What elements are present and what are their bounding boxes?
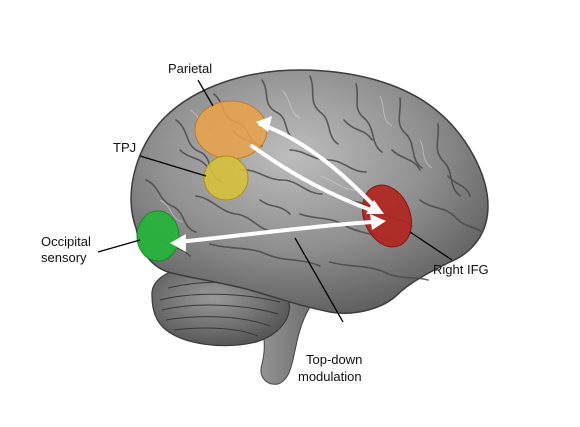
occipital-leader-line xyxy=(97,239,141,253)
arrow-ifg-to-occipital xyxy=(176,220,374,244)
topdown-label-line2: modulation xyxy=(298,369,362,384)
topdown-label-line1: Top-down xyxy=(306,352,363,367)
parietal-label: Parietal xyxy=(168,61,213,76)
right-ifg-region xyxy=(362,184,412,248)
occipital-region xyxy=(136,210,180,262)
right-ifg-label: Right IFG xyxy=(433,262,489,277)
arrowhead-ifg-lower xyxy=(370,214,386,230)
tpj-label: TPJ xyxy=(113,140,137,155)
tpj-region xyxy=(203,155,249,201)
occipital-label-line2: sensory xyxy=(41,250,87,265)
arrow-parietal-to-ifg xyxy=(250,144,378,214)
arrow-ifg-to-parietal xyxy=(258,122,378,210)
parietal-leader-line xyxy=(197,79,214,107)
topdown-leader-line xyxy=(294,237,344,323)
arrowhead-ifg-upper xyxy=(366,200,384,214)
right-ifg-leader-line xyxy=(409,231,453,261)
tpj-leader-line xyxy=(139,155,207,177)
occipital-label-line1: Occipital xyxy=(41,234,91,249)
arrowhead-parietal xyxy=(256,116,272,132)
arrowhead-occipital xyxy=(170,234,186,252)
